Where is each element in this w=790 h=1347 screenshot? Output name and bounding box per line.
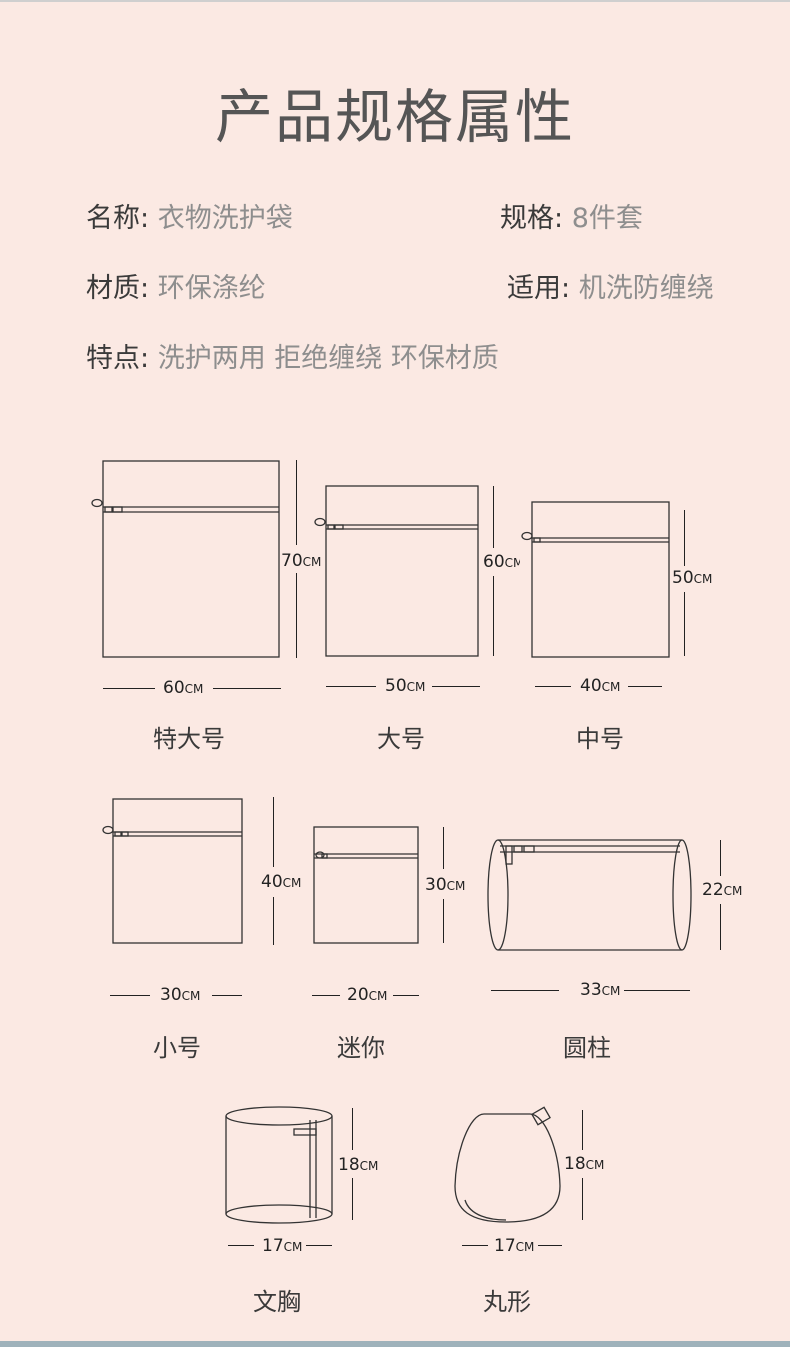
spec-material-key: 材质: <box>86 273 150 304</box>
dim-line <box>582 1110 583 1150</box>
spec-material: 材质: 环保涤纶 <box>86 266 266 305</box>
dim-line <box>624 990 690 991</box>
bag-s-label: 小号 <box>153 1034 201 1062</box>
dim-line <box>720 840 721 876</box>
bottom-divider <box>0 1341 790 1347</box>
bag-m-height: 50CM <box>672 568 713 588</box>
dim-line <box>213 688 281 689</box>
bag-bra-height: 18CM <box>338 1155 379 1175</box>
dim-line <box>462 1245 488 1246</box>
dim-line <box>432 686 480 687</box>
dim-line <box>628 686 662 687</box>
dim-line <box>212 995 242 996</box>
bag-m-width: 40CM <box>580 676 621 696</box>
top-divider <box>0 0 790 2</box>
bag-bra-label: 文胸 <box>253 1288 301 1316</box>
spec-feature-key: 特点: <box>86 343 150 374</box>
spec-name-value: 衣物洗护袋 <box>157 203 293 234</box>
dim-line <box>538 1245 562 1246</box>
page-title: 产品规格属性 <box>214 83 575 151</box>
bag-l-width: 50CM <box>385 676 426 696</box>
bag-xl-width: 60CM <box>163 678 204 698</box>
dim-line <box>273 797 274 867</box>
dim-line <box>684 592 685 656</box>
spec-feature-value: 洗护两用 拒绝缠绕 环保材质 <box>157 343 499 374</box>
bag-mini-width: 20CM <box>347 985 388 1005</box>
dim-line <box>306 1245 332 1246</box>
bag-s-width: 30CM <box>160 985 201 1005</box>
dim-line <box>296 460 297 545</box>
bag-m-label: 中号 <box>576 725 624 753</box>
dim-line <box>720 904 721 950</box>
bag-m-drawing <box>521 501 670 658</box>
bag-mini-height: 30CM <box>425 875 466 895</box>
bag-cylinder-width: 33CM <box>580 980 621 1000</box>
dim-line <box>493 486 494 548</box>
bag-l-height: 60CM <box>483 552 520 572</box>
dim-line <box>443 827 444 869</box>
spec-size: 规格: 8件套 <box>500 196 643 235</box>
spec-material-value: 环保涤纶 <box>157 273 266 304</box>
dim-line <box>491 990 559 991</box>
dim-line <box>110 995 150 996</box>
bag-cylinder-label: 圆柱 <box>563 1034 611 1062</box>
bag-bra-drawing <box>225 1106 333 1224</box>
spec-name-key: 名称: <box>86 203 150 234</box>
bag-l-label: 大号 <box>377 725 425 753</box>
dim-line <box>273 897 274 945</box>
bag-xl-label: 特大号 <box>153 725 225 753</box>
spec-name: 名称: 衣物洗护袋 <box>86 196 293 235</box>
bag-l-drawing <box>314 485 479 657</box>
bag-bra-width: 17CM <box>262 1236 303 1256</box>
spec-usage-key: 适用: <box>507 273 571 304</box>
bag-s-height: 40CM <box>261 872 302 892</box>
bag-xl-height: 70CM <box>281 551 322 571</box>
dim-line <box>228 1245 254 1246</box>
bag-mini-drawing <box>313 826 419 944</box>
bag-xl-drawing <box>91 460 280 658</box>
dim-line <box>493 576 494 656</box>
bag-cylinder-height: 22CM <box>702 880 743 900</box>
spec-usage: 适用: 机洗防缠绕 <box>507 266 714 305</box>
dim-line <box>296 573 297 658</box>
dim-line <box>326 686 376 687</box>
spec-feature: 特点: 洗护两用 拒绝缠绕 环保材质 <box>86 336 499 375</box>
bag-s-drawing <box>102 798 243 944</box>
dim-line <box>582 1178 583 1220</box>
dim-line <box>352 1108 353 1150</box>
bag-cylinder-drawing <box>487 839 692 951</box>
bag-round-drawing <box>454 1106 561 1223</box>
spec-size-key: 规格: <box>500 203 564 234</box>
dim-line <box>103 688 155 689</box>
bag-mini-label: 迷你 <box>337 1034 385 1062</box>
bag-round-width: 17CM <box>494 1236 535 1256</box>
dim-line <box>312 995 340 996</box>
bag-round-height: 18CM <box>564 1154 605 1174</box>
dim-line <box>684 510 685 566</box>
bag-round-label: 丸形 <box>483 1288 531 1316</box>
dim-line <box>535 686 571 687</box>
spec-size-value: 8件套 <box>571 203 643 234</box>
dim-line <box>352 1178 353 1220</box>
dim-line <box>443 899 444 943</box>
spec-usage-value: 机洗防缠绕 <box>578 273 714 304</box>
dim-line <box>393 995 419 996</box>
